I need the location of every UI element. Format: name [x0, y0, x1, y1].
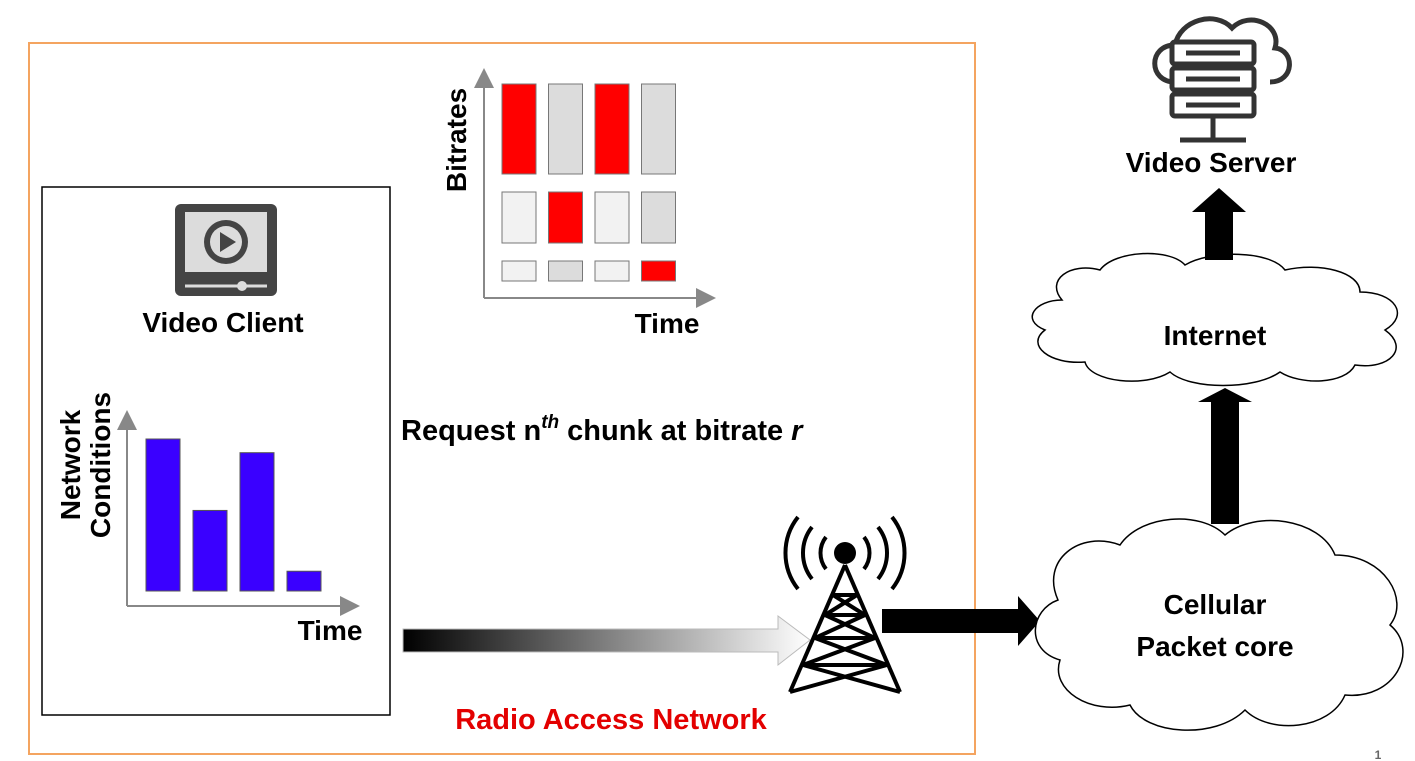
internet-to-server-arrow [1192, 188, 1246, 260]
network-conditions-chart: Network Conditions Time [55, 392, 362, 646]
network-bar-3 [239, 452, 275, 592]
page-number: 1 [1375, 748, 1382, 761]
bitrate-cell-chunk4-medium [641, 191, 676, 244]
request-prefix: Request n [401, 415, 541, 447]
video-player-icon [175, 204, 277, 296]
bitrate-ylabel: Bitrates [441, 88, 472, 192]
bitrate-cell-chunk1-low [501, 260, 537, 282]
tower-to-core-arrow [882, 596, 1040, 646]
video-client-label: Video Client [142, 307, 303, 338]
network-ylabel-line2: Conditions [85, 392, 116, 538]
request-middle: chunk at bitrate [559, 415, 791, 447]
request-superscript: th [541, 412, 559, 433]
cellular-core-line2: Packet core [1136, 631, 1293, 662]
video-client-box [41, 186, 391, 716]
bitrate-cell-chunk2-high [548, 83, 583, 175]
bitrate-cell-chunk4-high [641, 83, 676, 175]
request-variable: r [791, 415, 804, 447]
request-label: Request nth chunk at bitrate r [401, 412, 804, 447]
bitrate-xlabel: Time [635, 308, 700, 339]
client-to-tower-arrow [402, 615, 811, 667]
bitrate-cell-chunk1-high-selected [501, 83, 537, 175]
server-cloud-icon [1152, 16, 1292, 143]
bitrate-cell-chunk1-medium [501, 191, 537, 244]
cellular-core-line1: Cellular [1164, 589, 1267, 620]
bitrate-cell-chunk2-medium-selected [548, 191, 583, 244]
cell-tower-icon [783, 515, 907, 694]
network-bar-4 [286, 570, 322, 592]
ran-boundary [28, 42, 976, 755]
internet-label: Internet [1164, 320, 1267, 351]
bitrate-cell-chunk3-high-selected [594, 83, 630, 175]
cellular-core-cloud: Cellular Packet core [1034, 518, 1404, 731]
ran-label: Radio Access Network [455, 704, 767, 736]
bitrate-cell-chunk3-low [594, 260, 630, 282]
network-ylabel-line1: Network [55, 409, 86, 520]
video-server-label: Video Server [1126, 147, 1297, 178]
bitrate-cell-chunk2-low [548, 260, 583, 282]
network-bar-1 [145, 438, 181, 592]
bitrate-chart: Bitrates Time [441, 68, 716, 339]
bitrate-cell-chunk4-low-selected [641, 260, 676, 282]
network-bar-2 [192, 509, 228, 592]
network-xlabel: Time [298, 615, 363, 646]
bitrate-cell-chunk3-medium [594, 191, 630, 244]
internet-cloud: Internet [1031, 252, 1398, 387]
core-to-internet-arrow [1198, 388, 1252, 524]
